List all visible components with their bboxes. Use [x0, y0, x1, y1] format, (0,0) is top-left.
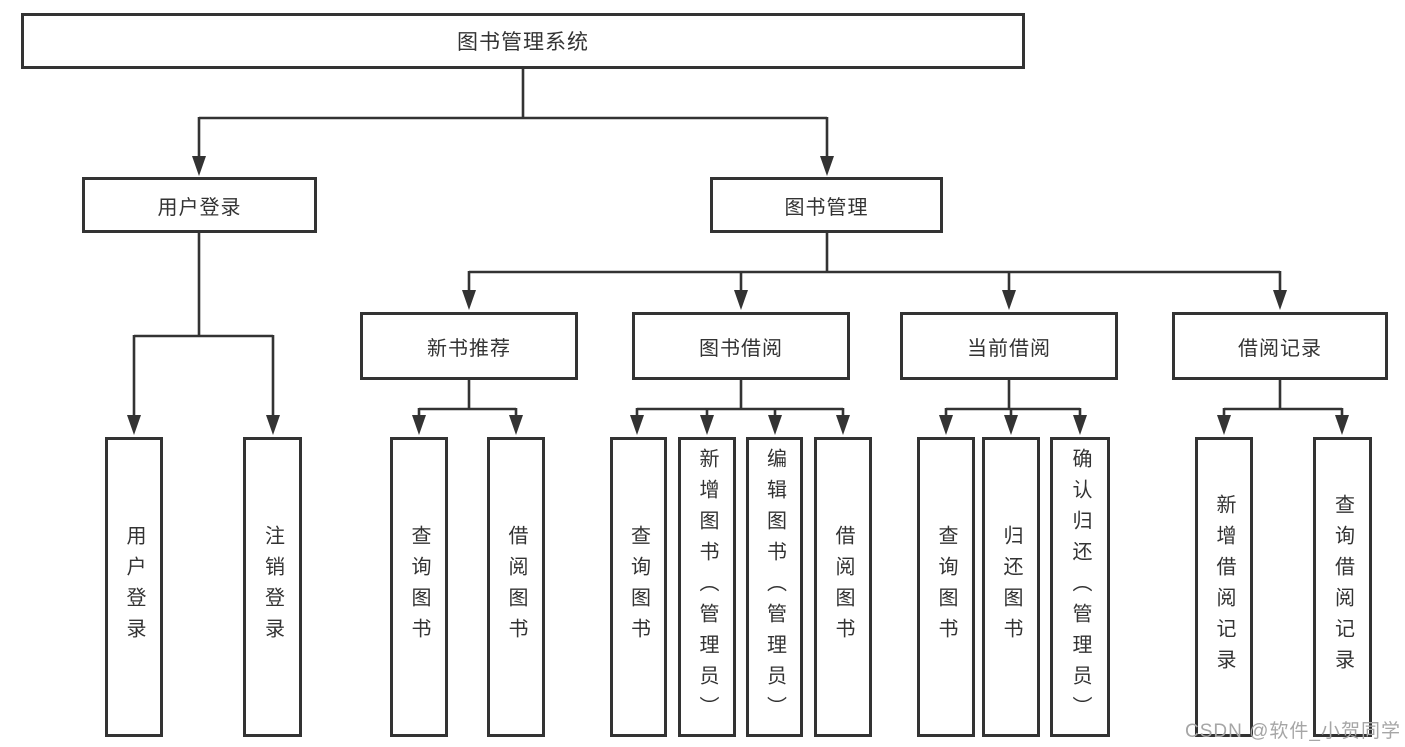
node-label: 新增图书（管理员）	[696, 447, 718, 727]
leaf-confirm-return-admin: 确认归还（管理员）	[1050, 437, 1110, 737]
node-label: 借阅图书	[505, 525, 527, 649]
csdn-watermark: CSDN @软件_小贺同学	[1185, 721, 1401, 742]
leaf-query-book-recommend: 查询图书	[390, 437, 448, 737]
leaf-borrow-book: 借阅图书	[814, 437, 872, 737]
leaf-borrow-book-recommend: 借阅图书	[487, 437, 545, 737]
leaf-return-book: 归还图书	[982, 437, 1040, 737]
node-label: 新增借阅记录	[1213, 494, 1235, 680]
node-label: 确认归还（管理员）	[1069, 447, 1091, 727]
node-label: 编辑图书（管理员）	[763, 447, 786, 727]
leaf-edit-book-admin: 编辑图书（管理员）	[746, 437, 803, 737]
leaf-query-borrow-record: 查询借阅记录	[1313, 437, 1372, 737]
node-label: 图书管理系统	[457, 31, 589, 54]
node-user-login-branch: 用户登录	[82, 177, 317, 233]
node-book-borrow: 图书借阅	[632, 312, 850, 380]
leaf-add-book-admin: 新增图书（管理员）	[678, 437, 736, 737]
node-new-book-recommend: 新书推荐	[360, 312, 578, 380]
node-root-system: 图书管理系统	[21, 13, 1025, 69]
leaf-user-login: 用户登录	[105, 437, 163, 737]
node-label: 查询借阅记录	[1331, 494, 1354, 680]
node-label: 查询图书	[627, 525, 650, 649]
node-label: 用户登录	[157, 196, 242, 219]
node-label: 图书管理	[784, 196, 869, 219]
node-current-borrow: 当前借阅	[900, 312, 1118, 380]
node-label: 新书推荐	[427, 337, 511, 360]
leaf-logout: 注销登录	[243, 437, 302, 737]
node-book-management: 图书管理	[710, 177, 943, 233]
node-label: 查询图书	[935, 525, 957, 649]
node-label: 查询图书	[408, 525, 430, 649]
node-label: 图书借阅	[699, 337, 783, 360]
node-label: 归还图书	[1000, 525, 1022, 649]
node-label: 借阅记录	[1238, 337, 1322, 360]
leaf-query-book-borrow: 查询图书	[610, 437, 667, 737]
node-borrow-records: 借阅记录	[1172, 312, 1388, 380]
node-label: 注销登录	[261, 525, 284, 649]
node-label: 借阅图书	[832, 525, 854, 649]
node-label: 当前借阅	[967, 337, 1051, 360]
node-label: 用户登录	[123, 525, 145, 649]
leaf-add-borrow-record: 新增借阅记录	[1195, 437, 1253, 737]
leaf-query-book-current: 查询图书	[917, 437, 975, 737]
